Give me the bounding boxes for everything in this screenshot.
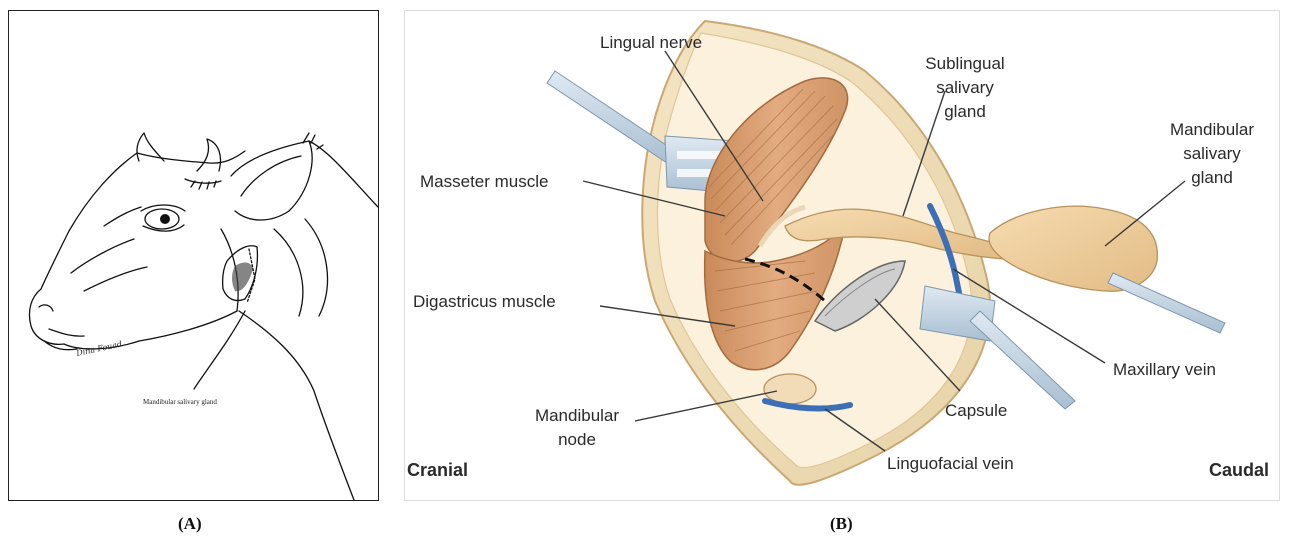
label-mandibular-gland-3: gland	[1191, 168, 1233, 187]
label-linguofacial-vein: Linguofacial vein	[887, 454, 1014, 473]
caption-a: (A)	[178, 514, 202, 534]
mandibular-salivary-gland-shape	[989, 206, 1157, 291]
panel-a-cow-head-drawing: Mandibular salivary gland Dina Fouad	[8, 10, 379, 501]
label-masseter: Masseter muscle	[420, 172, 548, 191]
surgical-illustration: Lingual nerve Sublingual salivary gland …	[405, 11, 1279, 500]
label-mandibular-gland-1: Mandibular	[1170, 120, 1254, 139]
horn-left	[137, 133, 164, 161]
horn-right	[197, 139, 221, 171]
label-mandibular-gland-2: salivary	[1183, 144, 1241, 163]
label-capsule: Capsule	[945, 401, 1007, 420]
label-mandibular-node-1: Mandibular	[535, 406, 619, 425]
label-lingual-nerve: Lingual nerve	[600, 33, 702, 52]
label-sublingual-1: Sublingual	[925, 54, 1004, 73]
artist-signature: Dina Fouad	[75, 340, 123, 359]
caption-b: (B)	[830, 514, 853, 534]
mandibular-node	[764, 374, 816, 404]
cow-head-outline	[29, 153, 237, 349]
label-mandibular-node-2: node	[558, 430, 596, 449]
label-digastricus: Digastricus muscle	[413, 292, 556, 311]
panel-b-surgical-view: Lingual nerve Sublingual salivary gland …	[404, 10, 1280, 501]
eye-pupil	[160, 214, 170, 224]
label-sublingual-2: salivary	[936, 78, 994, 97]
neck-top	[309, 141, 378, 207]
leader-mandibular-gland	[194, 311, 245, 389]
orientation-cranial: Cranial	[407, 460, 468, 480]
orientation-caudal: Caudal	[1209, 460, 1269, 480]
label-sublingual-3: gland	[944, 102, 986, 121]
label-mandibular-salivary-gland: Mandibular salivary gland	[143, 398, 217, 406]
label-maxillary-vein: Maxillary vein	[1113, 360, 1216, 379]
cow-head-illustration: Mandibular salivary gland Dina Fouad	[9, 11, 378, 500]
